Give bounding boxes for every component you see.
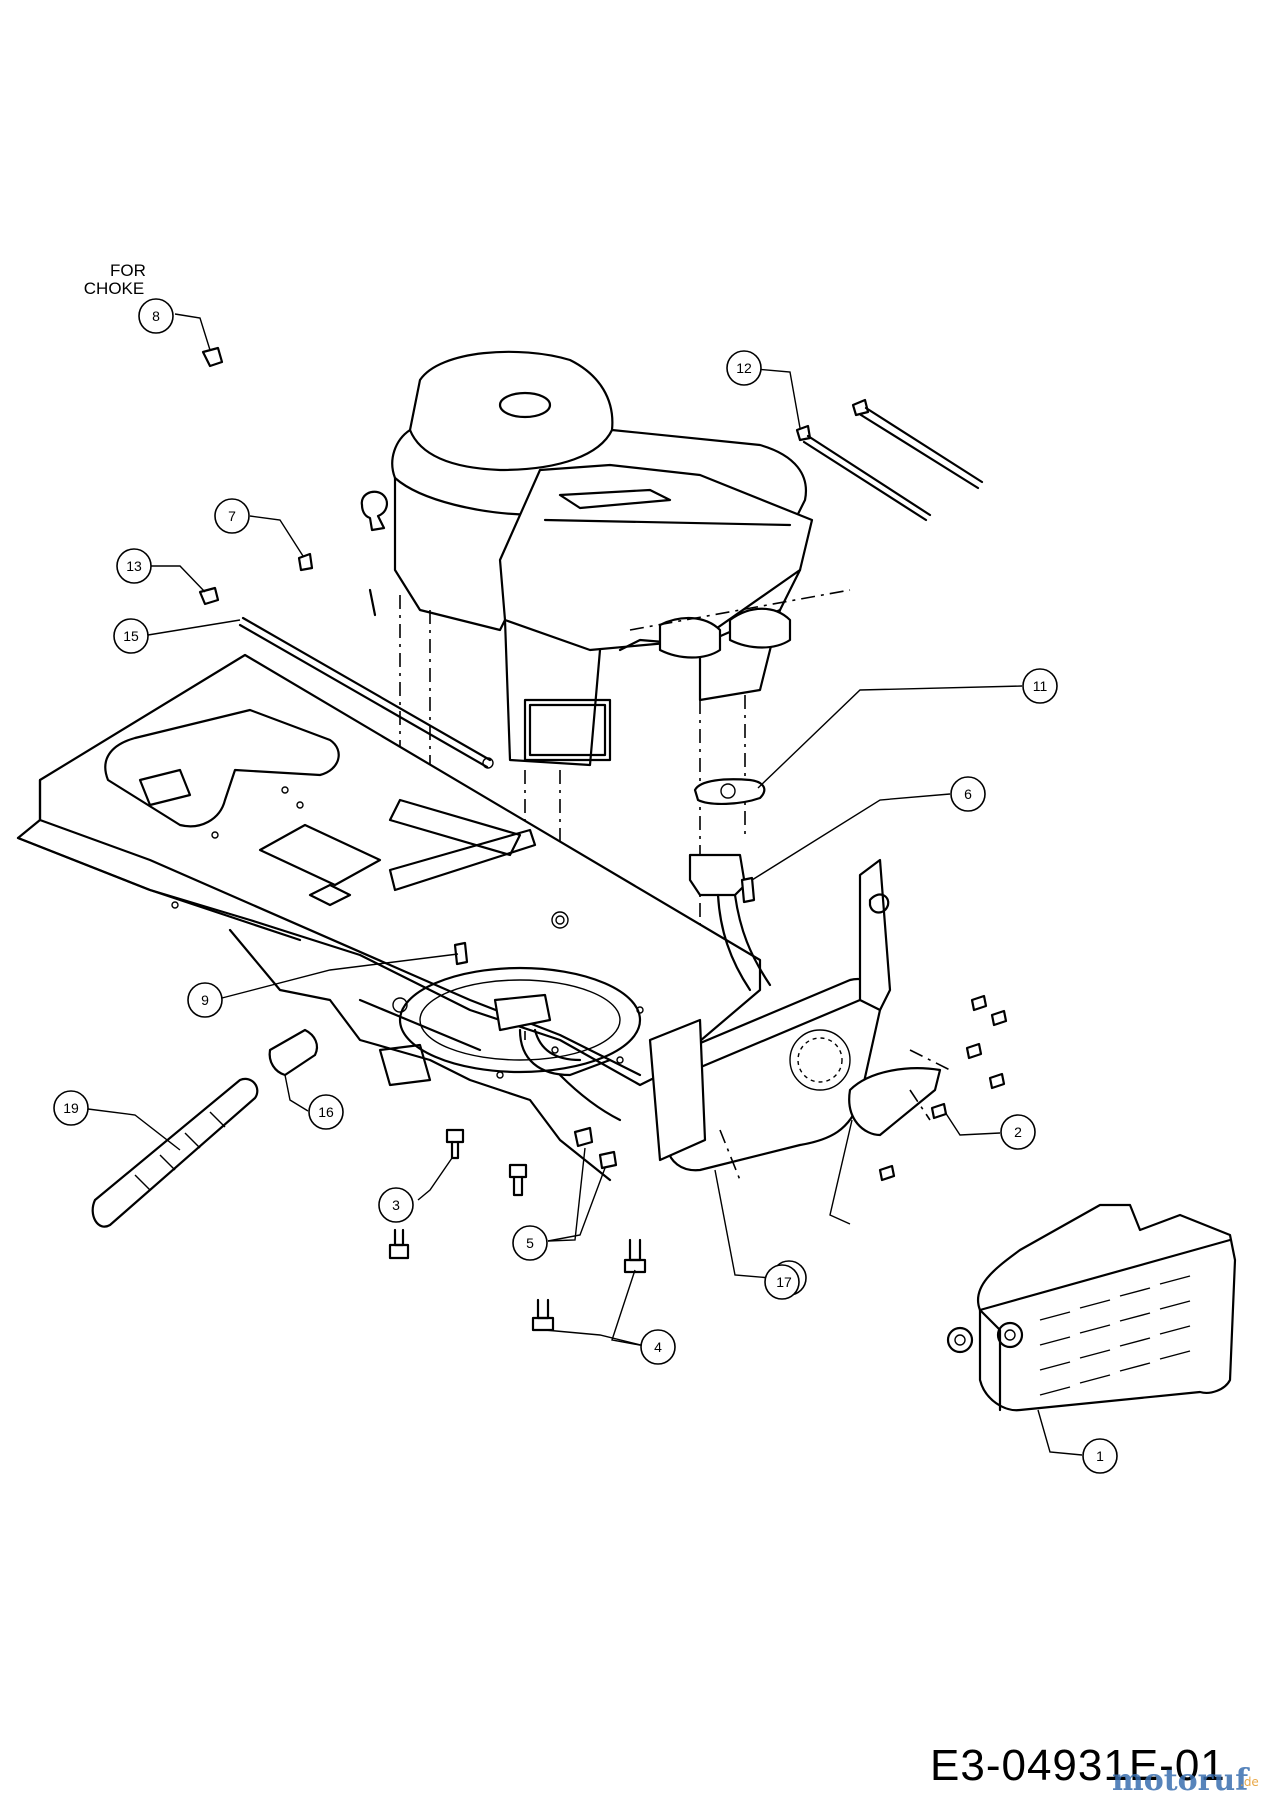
muffler-guard: [946, 1203, 1237, 1412]
callout-17-group: 17: [764, 1264, 800, 1300]
frame: [16, 653, 762, 1182]
watermark-brand: motoruf: [1112, 1763, 1250, 1798]
callout-3: 3: [378, 1187, 414, 1223]
callout-6: 6: [950, 776, 986, 812]
svg-text:12: 12: [736, 360, 752, 376]
svg-text:6: 6: [964, 786, 972, 802]
svg-text:8: 8: [152, 308, 160, 324]
callout-13: 13: [116, 548, 152, 584]
callout-12: 12: [726, 350, 762, 386]
small-parts: [91, 346, 1008, 1332]
svg-text:9: 9: [201, 992, 209, 1008]
svg-text:1: 1: [1096, 1448, 1104, 1464]
svg-text:16: 16: [318, 1104, 334, 1120]
drawing-number: E3-04931E-01: [930, 1741, 1226, 1790]
callout-1: 1: [1082, 1438, 1118, 1474]
callout-9: 9: [187, 982, 223, 1018]
callout-4: 4: [640, 1329, 676, 1365]
callout-5: 5: [512, 1225, 548, 1261]
svg-text:13: 13: [126, 558, 142, 574]
callout-17-text: 17: [776, 1274, 792, 1290]
exhaust-assembly: [493, 853, 951, 1181]
svg-text:4: 4: [654, 1339, 662, 1355]
callout-7: 7: [214, 498, 250, 534]
engine: [360, 350, 851, 1040]
callout-19: 19: [53, 1090, 89, 1126]
choke-note-line1: FOR: [110, 261, 146, 280]
watermark-tld: .de: [1240, 1775, 1259, 1789]
callout-16: 16: [308, 1094, 344, 1130]
watermark-logo: motoruf .de: [1112, 1763, 1259, 1798]
callout-2: 2: [1000, 1114, 1036, 1150]
svg-text:3: 3: [392, 1197, 400, 1213]
callout-11: 11: [1022, 668, 1058, 704]
callout-8: 8: [138, 298, 174, 334]
callout-15: 15: [113, 618, 149, 654]
svg-text:19: 19: [63, 1100, 79, 1116]
svg-text:7: 7: [228, 508, 236, 524]
svg-text:11: 11: [1033, 678, 1048, 694]
choke-note-line2: CHOKE: [84, 279, 144, 298]
leader-lines: [87, 313, 1083, 1456]
svg-text:15: 15: [123, 628, 139, 644]
svg-text:5: 5: [526, 1235, 534, 1251]
svg-text:2: 2: [1014, 1124, 1022, 1140]
